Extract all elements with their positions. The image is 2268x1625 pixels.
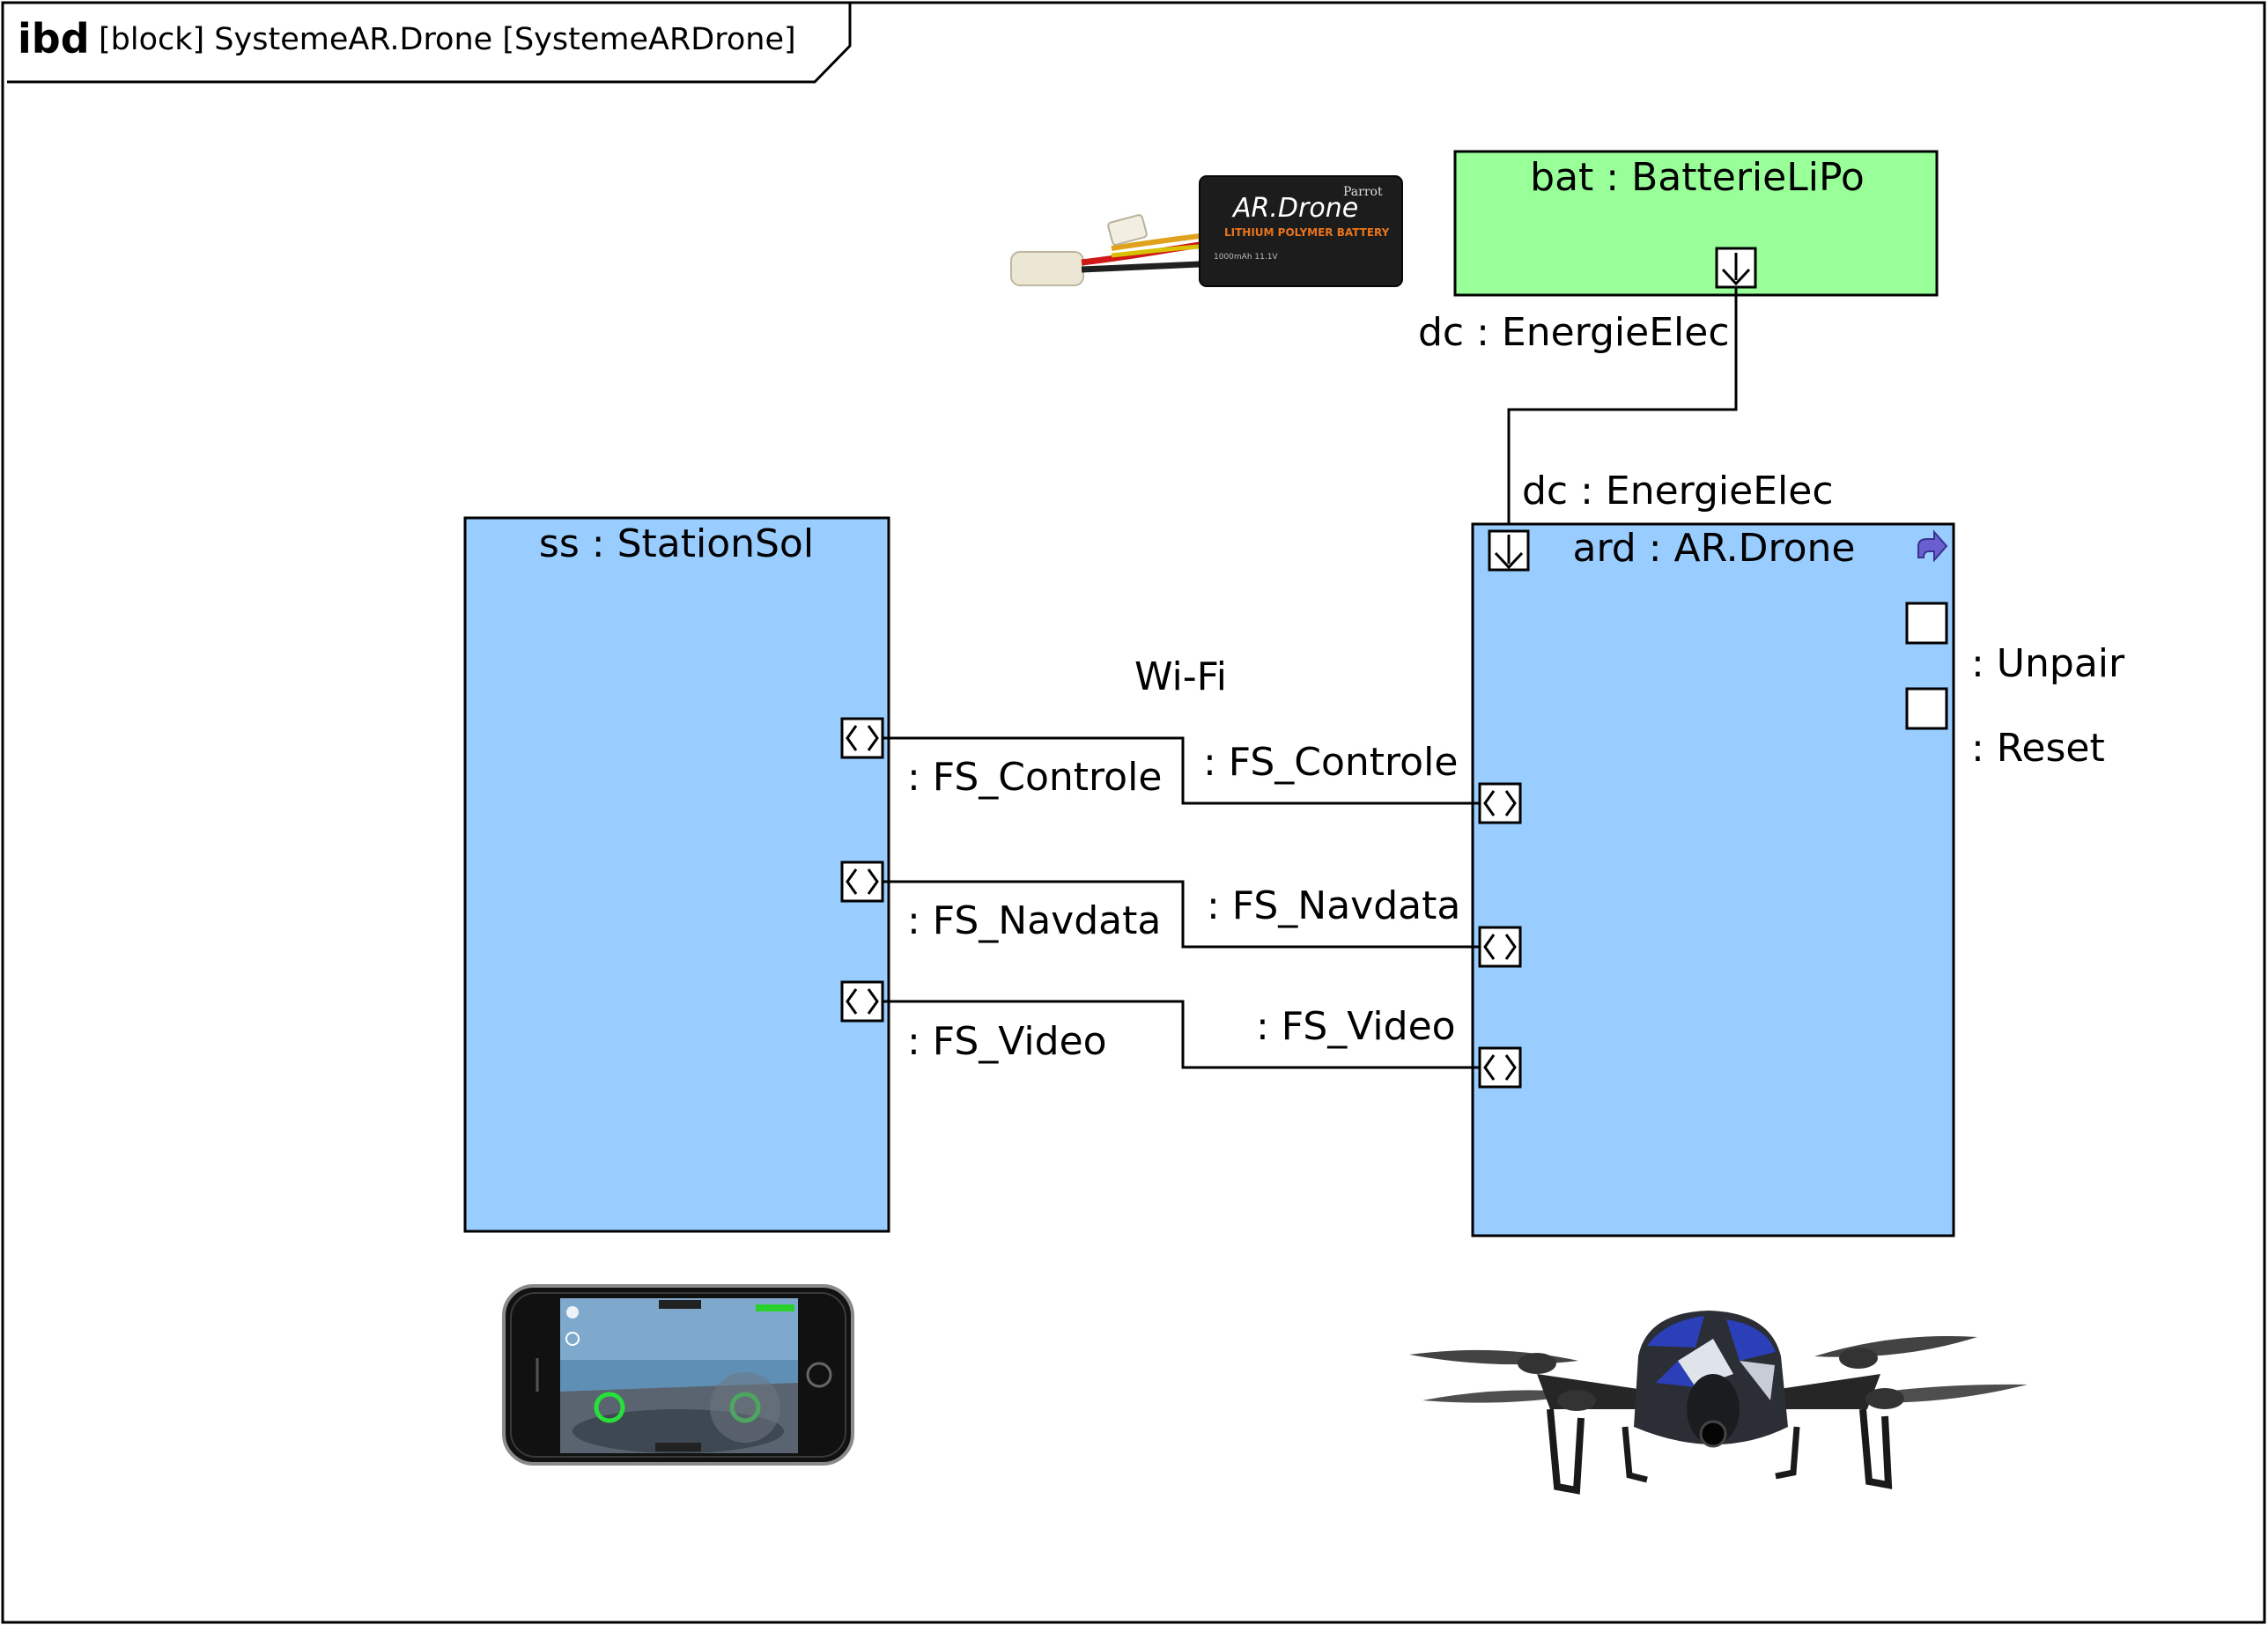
bidirectional-flow-icon xyxy=(1483,934,1517,960)
bidirectional-flow-icon xyxy=(846,988,879,1015)
port-ard-navdata[interactable] xyxy=(1478,926,1522,968)
port-unpair-label: : Unpair xyxy=(1971,641,2125,686)
connector-wifi-label: Wi-Fi xyxy=(1134,654,1227,699)
port-ss-controle-label: : FS_Controle xyxy=(907,755,1162,800)
part-battery-title: bat : BatterieLiPo xyxy=(1530,155,1865,200)
port-drone-dc[interactable] xyxy=(1488,529,1530,572)
frame-header-tab xyxy=(7,3,852,84)
port-ss-navdata[interactable] xyxy=(840,861,884,903)
port-drone-dc-label: dc : EnergieElec xyxy=(1522,469,1834,513)
port-battery-dc[interactable] xyxy=(1715,247,1757,289)
connector-fs-video[interactable] xyxy=(883,1000,1480,1069)
port-ss-navdata-label: : FS_Navdata xyxy=(907,898,1161,943)
arrow-down-icon xyxy=(1494,535,1524,570)
connector-dc[interactable] xyxy=(1507,287,1738,531)
link-icon[interactable] xyxy=(1917,529,1948,563)
bidirectional-flow-icon xyxy=(1483,790,1517,816)
port-reset-label: : Reset xyxy=(1971,726,2105,771)
quadcopter-icon xyxy=(1409,1311,2028,1495)
part-station[interactable] xyxy=(463,516,890,1233)
part-drone-title: ard : AR.Drone xyxy=(1573,526,1856,571)
connector-fs-navdata[interactable] xyxy=(883,880,1480,949)
bidirectional-flow-icon xyxy=(846,725,879,751)
port-battery-dc-label: dc : EnergieElec xyxy=(1418,310,1730,355)
port-ard-navdata-label: : FS_Navdata xyxy=(1207,883,1460,928)
smartphone-icon xyxy=(502,1284,854,1466)
port-ard-video[interactable] xyxy=(1478,1046,1522,1089)
connector-fs-controle[interactable] xyxy=(883,736,1480,805)
frame-title: [block] SystemeAR.Drone [SystemeARDrone] xyxy=(99,22,796,57)
arrow-down-icon xyxy=(1721,253,1751,286)
svg-text:AR.Drone: AR.Drone xyxy=(1231,193,1358,224)
svg-text:LITHIUM POLYMER BATTERY: LITHIUM POLYMER BATTERY xyxy=(1224,226,1390,239)
battery-photo: AR.Drone Parrot LITHIUM POLYMER BATTERY … xyxy=(1010,175,1403,287)
part-battery[interactable] xyxy=(1453,150,1939,297)
port-ard-controle-label: : FS_Controle xyxy=(1203,740,1458,785)
port-ard-video-label: : FS_Video xyxy=(1256,1004,1456,1049)
port-reset[interactable] xyxy=(1905,687,1948,730)
port-ss-controle[interactable] xyxy=(840,717,884,759)
part-drone[interactable] xyxy=(1471,522,1955,1237)
port-unpair[interactable] xyxy=(1905,602,1948,645)
part-station-title: ss : StationSol xyxy=(539,521,814,566)
svg-text:Parrot: Parrot xyxy=(1343,185,1383,199)
port-ard-controle[interactable] xyxy=(1478,782,1522,824)
port-ss-video[interactable] xyxy=(840,980,884,1023)
frame-keyword: ibd xyxy=(18,15,90,63)
bidirectional-flow-icon xyxy=(846,868,879,895)
port-ss-video-label: : FS_Video xyxy=(907,1019,1107,1064)
svg-text:1000mAh 11.1V: 1000mAh 11.1V xyxy=(1214,253,1278,262)
bidirectional-flow-icon xyxy=(1483,1054,1517,1081)
